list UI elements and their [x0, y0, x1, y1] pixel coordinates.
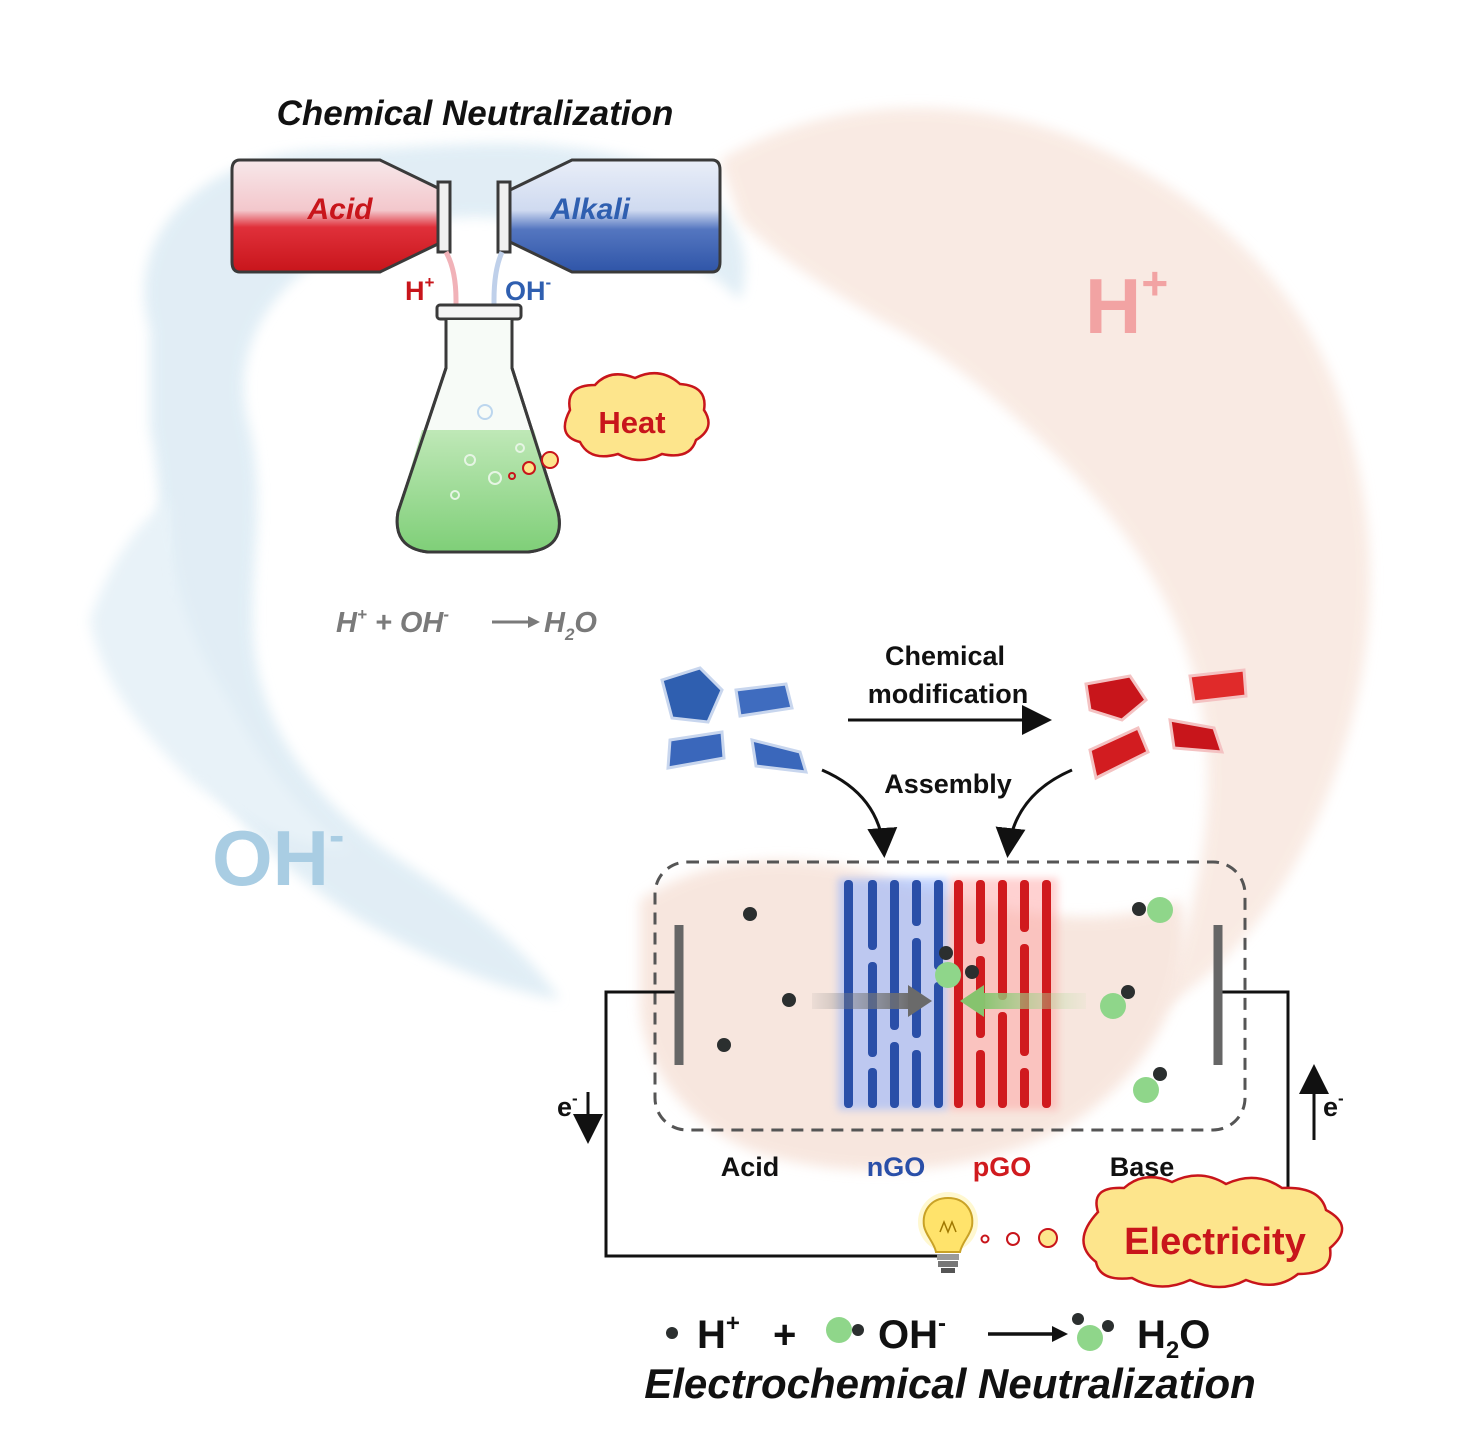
base-side-hydroxides [1100, 897, 1173, 1103]
equation-proton-dot [666, 1327, 678, 1339]
background-oh-ion: OH- [212, 809, 344, 902]
equation-plus: + [773, 1313, 796, 1357]
proton-flow-arrow [812, 985, 932, 1017]
acid-bottle-label: Acid [306, 193, 373, 226]
chemical-h-ion: H+ [405, 273, 435, 306]
modification-label-line1: Chemical [885, 641, 1005, 671]
blue-go-flakes [660, 666, 809, 774]
electrochemical-title: Electrochemical Neutralization [644, 1360, 1256, 1407]
alkali-bottle-label: Alkali [549, 193, 631, 226]
modification-label-line2: modification [868, 679, 1029, 709]
cell-pgo-label: pGO [973, 1152, 1032, 1182]
equation-hydroxide-ball [826, 1317, 852, 1343]
equation-hydroxide: OH- [878, 1310, 946, 1357]
cell-boundary [653, 860, 1247, 1132]
heat-bubble: Heat [508, 371, 710, 480]
interface-water-molecules [935, 946, 979, 988]
equation-water: H2O [1137, 1313, 1210, 1364]
equation-hydroxide-dot [852, 1324, 864, 1336]
heat-label: Heat [598, 405, 665, 440]
alkali-stream [491, 250, 505, 410]
electricity-bubble: Electricity [980, 1174, 1344, 1289]
chemical-title: Chemical Neutralization [277, 94, 674, 133]
acid-bottle: Acid [230, 158, 452, 274]
erlenmeyer-flask [395, 303, 561, 554]
assembly-label: Assembly [884, 769, 1012, 799]
red-go-flakes [1084, 668, 1248, 781]
acid-side-protons [717, 907, 796, 1052]
cell-acid-label: Acid [721, 1152, 780, 1182]
electron-right-label: e- [1323, 1089, 1344, 1122]
assembly-arrow-left [821, 768, 898, 858]
alkali-bottle: Alkali [496, 158, 722, 274]
electricity-label: Electricity [1124, 1221, 1306, 1263]
electron-left-label: e- [557, 1089, 578, 1122]
chemical-oh-ion: OH- [505, 273, 551, 306]
chemical-equation: H++OH- [336, 605, 449, 639]
assembly-arrow-right [995, 768, 1073, 858]
equation-proton: H+ [697, 1310, 740, 1357]
background-h-ion: H+ [1085, 257, 1168, 350]
electrochemical-equation: H+ + OH- H2O [666, 1310, 1210, 1364]
equation-water-ball [1077, 1325, 1103, 1351]
light-bulb-icon [918, 1192, 978, 1273]
chemical-equation-product: H2O [544, 607, 597, 644]
water-splash-background [90, 143, 746, 1001]
acid-stream [443, 250, 459, 420]
cell-ngo-label: nGO [867, 1152, 926, 1182]
hydroxide-flow-arrow [960, 985, 1086, 1017]
